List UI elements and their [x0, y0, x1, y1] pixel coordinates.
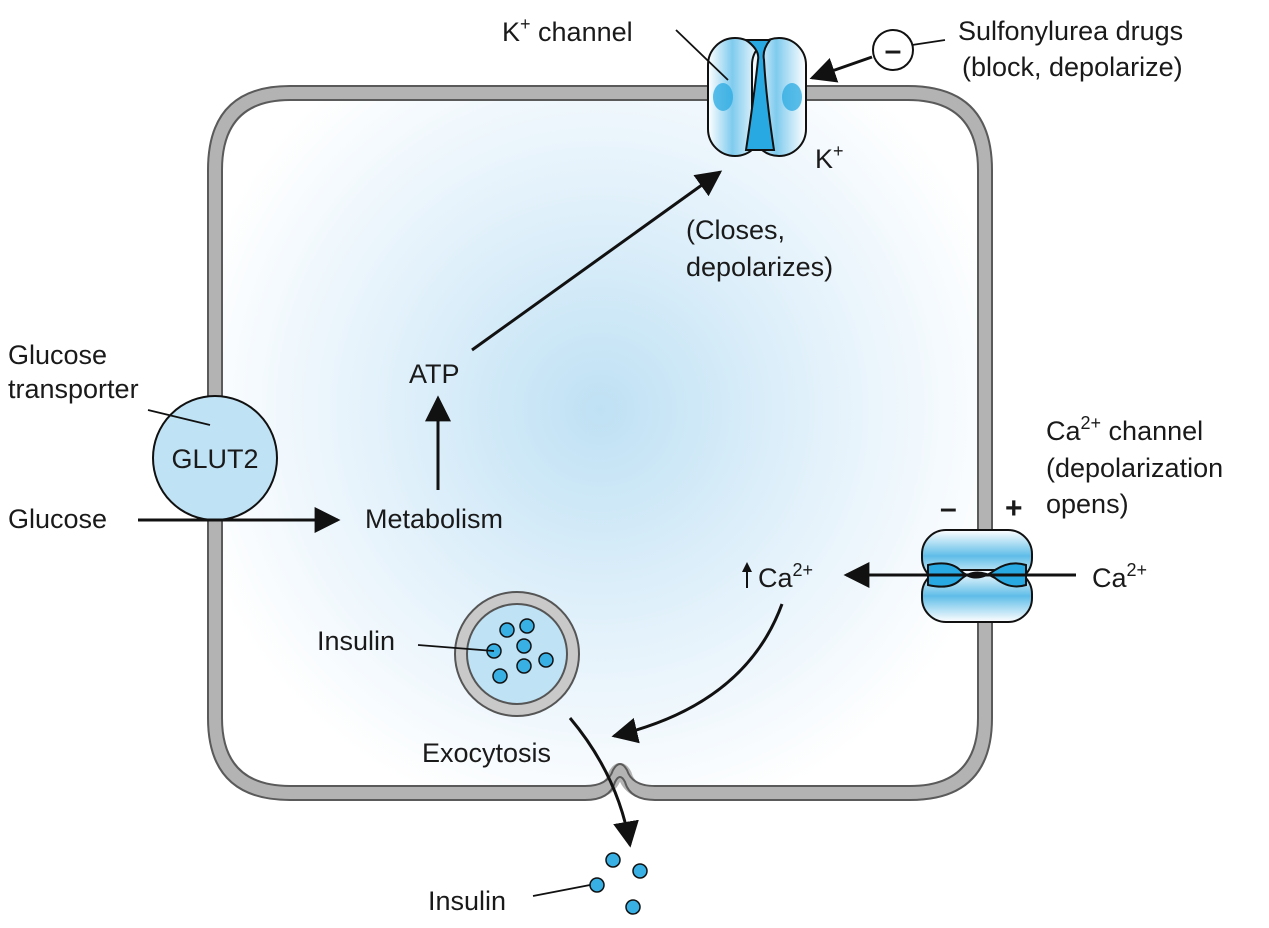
- cell-membrane: [208, 86, 992, 800]
- glucose-transporter-label-line2: transporter: [8, 374, 139, 404]
- membrane-minus-sign: –: [940, 492, 957, 525]
- k-ion-label: K+: [815, 141, 844, 174]
- inhibition-symbol: [872, 29, 914, 71]
- ca-to-exocytosis-arrow: [611, 603, 784, 744]
- membrane-plus-sign: +: [1005, 492, 1023, 525]
- sulfonylurea-label-line2: (block, depolarize): [962, 52, 1183, 82]
- ca-outside-label: Ca2+: [1092, 560, 1147, 593]
- exocytosis-release-arrow: [568, 717, 639, 848]
- released-insulin-granules: [589, 852, 648, 915]
- drug-to-k-channel-arrow: [809, 55, 873, 83]
- ca-channel-label-line1: Ca2+ channel: [1046, 413, 1203, 446]
- ca-inside-label: Ca2+: [758, 560, 813, 593]
- insulin-released-label: Insulin: [428, 886, 506, 916]
- ca-channel-label-line2: (depolarization: [1046, 453, 1223, 483]
- sulfonylurea-label-line1: Sulfonylurea drugs: [958, 16, 1183, 46]
- inhibition-sign: –: [885, 34, 902, 67]
- glut2-label: GLUT2: [171, 444, 258, 474]
- k-channel: [707, 37, 807, 157]
- k-channel-label: K+ channel: [502, 14, 633, 47]
- ca-channel-label-line3: opens): [1046, 489, 1129, 519]
- glucose-transporter-label-line1: Glucose: [8, 340, 107, 370]
- closes-label-line1: (Closes,: [686, 215, 785, 245]
- atp-label: ATP: [409, 359, 460, 389]
- metabolism-label: Metabolism: [365, 504, 503, 534]
- insulin-vesicle: [454, 591, 580, 717]
- insulin-vesicle-label: Insulin: [317, 626, 395, 656]
- ca-channel: [921, 529, 1033, 623]
- closes-label-line2: depolarizes): [686, 252, 833, 282]
- glucose-label: Glucose: [8, 504, 107, 534]
- pathway-arrows: [138, 55, 1076, 848]
- ca-increase-up-arrow: [742, 562, 752, 588]
- leader-lines: [147, 29, 946, 897]
- atp-to-k-channel-arrow: [471, 170, 723, 352]
- exocytosis-label: Exocytosis: [422, 738, 551, 768]
